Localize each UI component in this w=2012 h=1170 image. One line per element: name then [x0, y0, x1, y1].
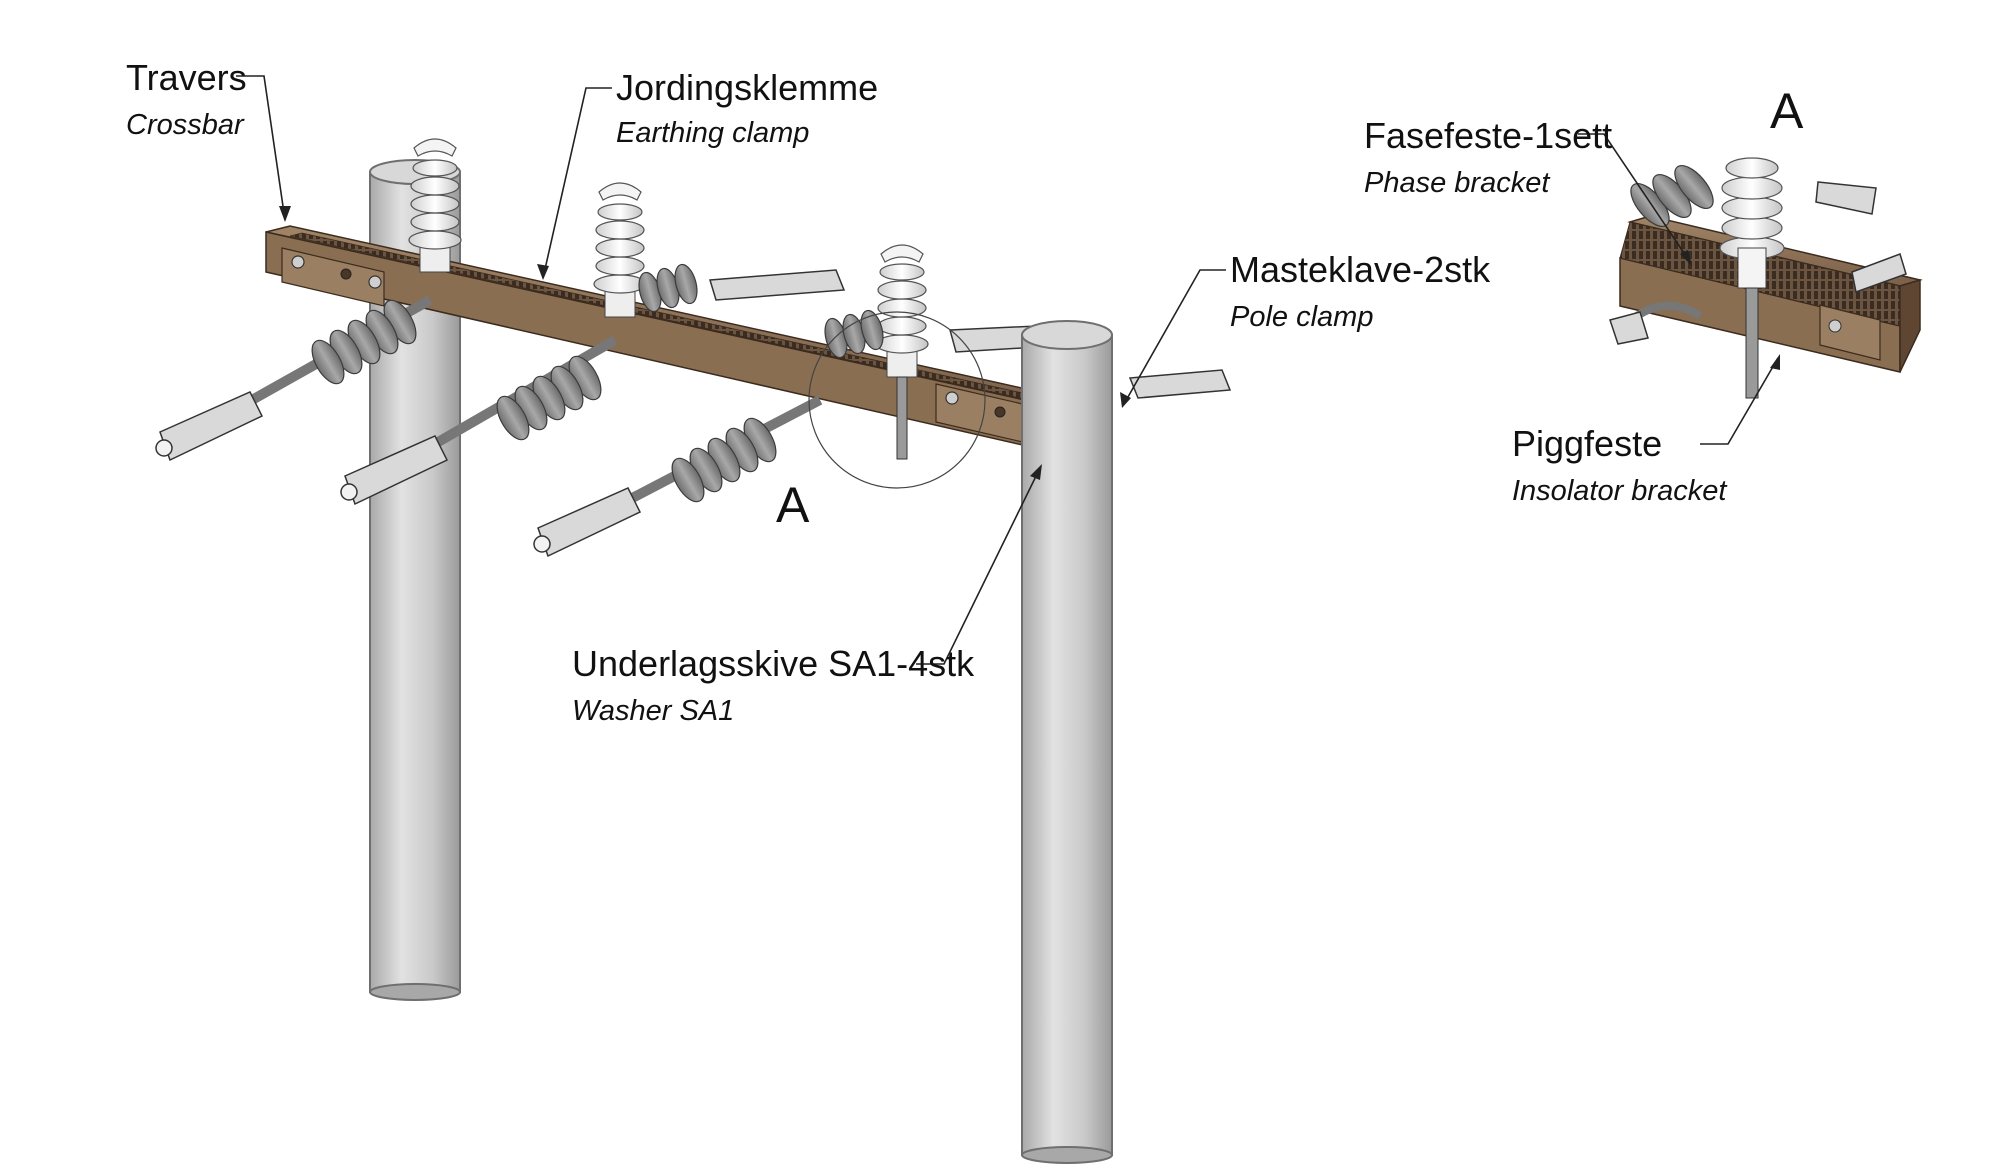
label-fasefeste-sub: Phase bracket [1364, 167, 1551, 199]
tension-insulator-string-back [638, 263, 1232, 399]
tension-insulator-string-2 [340, 335, 618, 506]
detail-circle [808, 311, 986, 489]
main-assembly: A [155, 138, 1232, 1164]
label-masteklave: Masteklave-2stk Pole clamp [1230, 249, 1491, 333]
label-underlagsskive: Underlagsskive SA1-4stk Washer SA1 [572, 643, 975, 727]
label-travers-main: Travers [126, 57, 247, 98]
pole-right [1021, 320, 1113, 1164]
post-insulator-2 [593, 182, 647, 318]
label-jordingsklemme-sub: Earthing clamp [616, 117, 809, 149]
detail-title: A [1770, 83, 1804, 139]
label-underlagsskive-main: Underlagsskive SA1-4stk [572, 643, 975, 684]
label-travers-sub: Crossbar [126, 109, 245, 141]
label-fasefeste-main: Fasefeste-1sett [1364, 115, 1612, 156]
label-travers: Travers Crossbar [126, 57, 247, 141]
label-fasefeste: Fasefeste-1sett Phase bracket [1364, 115, 1612, 199]
label-jordingsklemme-main: Jordingsklemme [616, 67, 878, 108]
label-piggfeste-main: Piggfeste [1512, 423, 1662, 464]
label-masteklave-sub: Pole clamp [1230, 301, 1373, 333]
leader-lines [236, 75, 1780, 665]
label-underlagsskive-sub: Washer SA1 [572, 695, 734, 727]
label-piggfeste: Piggfeste Insolator bracket [1512, 423, 1728, 507]
detail-view-a: A [1609, 83, 1923, 399]
tension-insulator-string-3 [533, 395, 823, 558]
label-masteklave-main: Masteklave-2stk [1230, 249, 1491, 290]
post-insulator-3 [875, 244, 929, 460]
label-piggfeste-sub: Insolator bracket [1512, 475, 1728, 507]
label-jordingsklemme: Jordingsklemme Earthing clamp [616, 67, 878, 149]
detail-marker-label: A [776, 477, 810, 533]
post-insulator-1 [408, 138, 462, 273]
tension-insulator-string-1 [155, 295, 433, 462]
